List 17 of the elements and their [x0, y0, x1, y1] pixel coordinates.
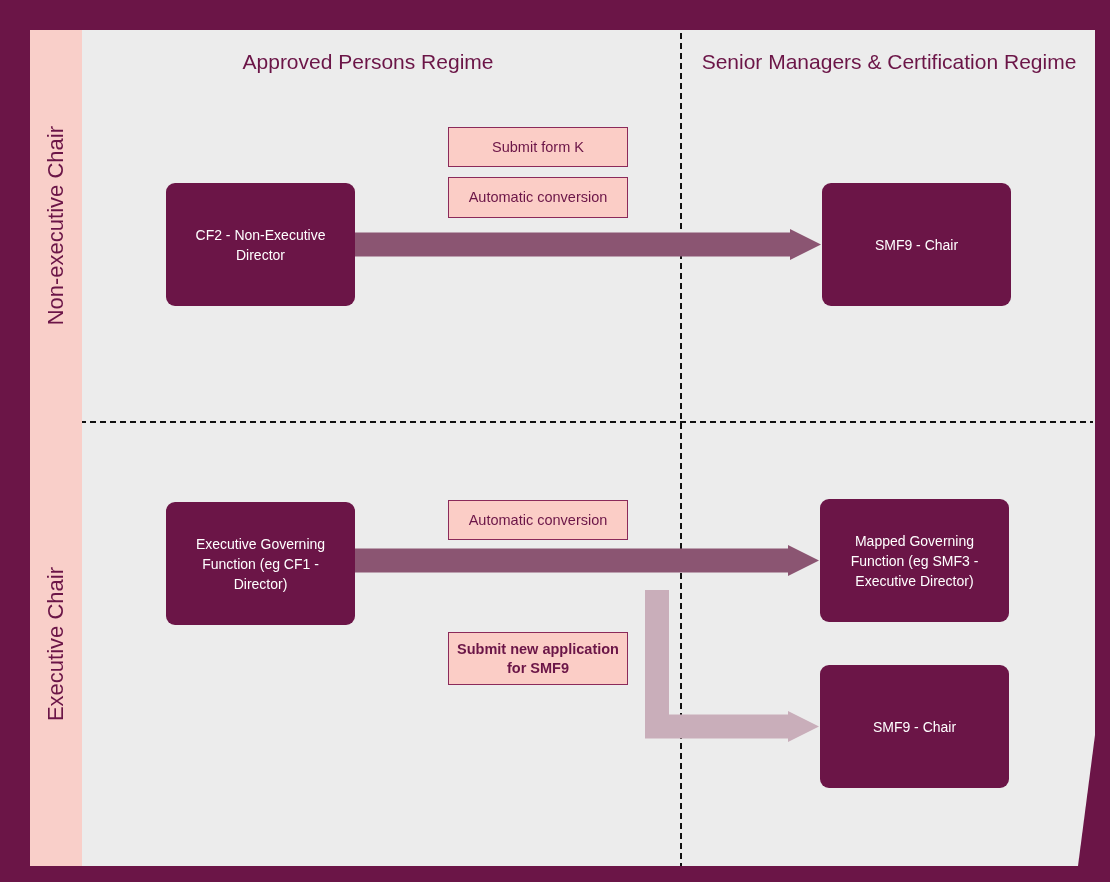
note-label: Automatic conversion	[448, 177, 628, 218]
role-box: SMF9 - Chair	[820, 665, 1009, 788]
row-band	[30, 30, 82, 422]
arrow	[645, 590, 819, 743]
column-heading: Approved Persons Regime	[242, 50, 494, 74]
role-box: SMF9 - Chair	[822, 183, 1011, 306]
row-band	[30, 422, 82, 866]
note-label: Automatic conversion	[448, 500, 628, 540]
row-heading: Executive Chair	[43, 566, 69, 722]
role-box: Mapped Governing Function (eg SMF3 - Executive Director)	[820, 499, 1009, 622]
role-box: CF2 - Non-Executive Director	[166, 183, 355, 306]
note-label: Submit new application for SMF9	[448, 632, 628, 685]
row-heading: Non-executive Chair	[43, 126, 69, 326]
role-box: Executive Governing Function (eg CF1 - Director)	[166, 502, 355, 625]
column-heading: Senior Managers & Certification Regime	[701, 50, 1077, 74]
note-label: Submit form K	[448, 127, 628, 167]
arrow	[355, 228, 821, 261]
